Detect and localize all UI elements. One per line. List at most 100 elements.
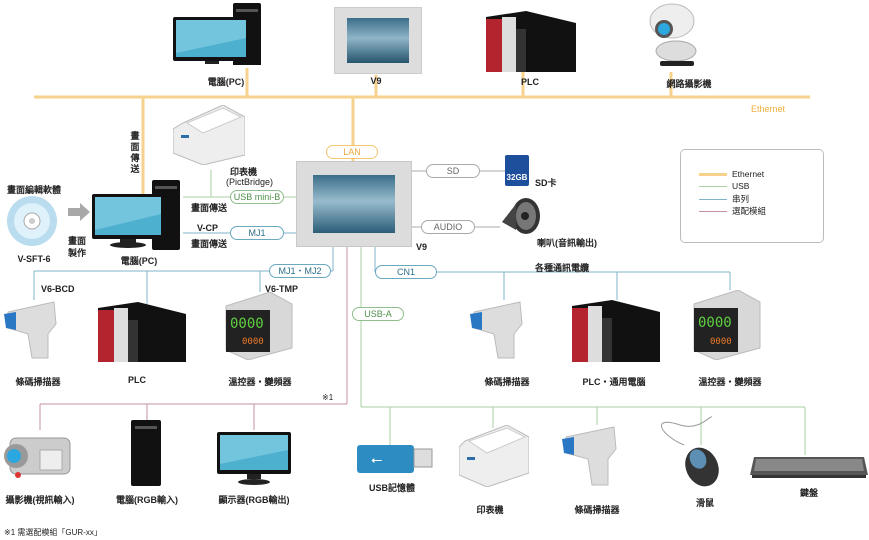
printer-icon bbox=[458, 424, 530, 488]
legend-label: USB bbox=[732, 181, 750, 191]
option-lines bbox=[39, 245, 348, 430]
center-v9-label: V9 bbox=[416, 242, 428, 252]
top-webcam-label: 網路攝影機 bbox=[666, 79, 712, 89]
legend-swatch bbox=[699, 185, 727, 187]
vertical-transfer-label: 畫面傳送 bbox=[130, 131, 140, 174]
usb-drive-device: ⭠ bbox=[357, 445, 433, 475]
top-v9-label: V9 bbox=[370, 76, 382, 86]
keyboard-device bbox=[750, 455, 868, 480]
usb-device-label-4: 鍵盤 bbox=[799, 488, 819, 498]
ethernet-bus-label: Ethernet bbox=[751, 104, 786, 114]
mj-plc-device bbox=[98, 300, 186, 362]
legend-item-ethernet: Ethernet bbox=[699, 169, 764, 179]
port-sd: SD bbox=[426, 164, 480, 178]
usb-printer-device bbox=[458, 424, 530, 488]
port-mj1-mj2: MJ1・MJ2 bbox=[269, 264, 331, 278]
vcp-label: V-CP bbox=[197, 223, 219, 233]
legend-item-serial: 串列 bbox=[699, 193, 749, 205]
port-usb-mini-b: USB mini-B bbox=[230, 190, 284, 204]
temperature-controller-icon: 0000 0000 bbox=[693, 289, 761, 361]
port-audio: AUDIO bbox=[421, 220, 475, 234]
mj-device-tag-0: V6-BCD bbox=[41, 284, 75, 294]
cn1-tempctrl-device: 0000 0000 bbox=[688, 289, 763, 361]
usb-device-label-2: 條碼掃描器 bbox=[574, 505, 620, 515]
left-pc-device bbox=[92, 180, 182, 250]
mj-device-tag-2: V6-TMP bbox=[265, 284, 299, 294]
software-disc bbox=[6, 195, 58, 247]
mouse-device bbox=[650, 415, 720, 490]
software-label: V-SFT-6 bbox=[17, 254, 51, 264]
rgb-monitor-device bbox=[217, 430, 291, 486]
sd-capacity: 32GB bbox=[506, 173, 528, 182]
legend-swatch bbox=[699, 172, 727, 176]
plc-icon bbox=[572, 300, 660, 362]
webcam-icon bbox=[649, 3, 697, 66]
option-device-label-0: 攝影機(視訊輸入) bbox=[5, 495, 75, 505]
legend-label: 串列 bbox=[732, 194, 750, 204]
mj-scanner-device bbox=[4, 300, 60, 362]
monitor-icon bbox=[217, 432, 291, 485]
temperature-controller-icon: 0000 0000 bbox=[225, 291, 293, 361]
usb-device-label-1: 印表機 bbox=[476, 505, 504, 515]
cn1-device-label-0: 條碼掃描器 bbox=[484, 377, 530, 387]
legend-item-option: 選配模組 bbox=[699, 205, 766, 217]
mj-tempctrl-device: 0000 0000 bbox=[220, 291, 295, 361]
printer-label: 印表機 bbox=[230, 167, 258, 177]
mouse-icon bbox=[660, 416, 719, 487]
legend-label: 選配模組 bbox=[732, 206, 767, 216]
mj-device-label-1: PLC bbox=[128, 375, 146, 385]
camcorder-icon bbox=[4, 437, 71, 478]
software-title: 畫面編輯軟體 bbox=[7, 185, 62, 195]
pc-icon bbox=[92, 180, 180, 250]
top-plc-device bbox=[486, 9, 576, 72]
option-device-label-1: 電腦(RGB輸入) bbox=[116, 495, 178, 505]
printer-sublabel: (PictBridge) bbox=[226, 177, 274, 187]
cn1-cable-label: 各種通訊電纜 bbox=[535, 263, 590, 273]
top-plc-label: PLC bbox=[521, 77, 539, 87]
mj-device-label-0: 條碼掃描器 bbox=[15, 377, 61, 387]
printer-icon bbox=[172, 104, 246, 166]
plc-icon bbox=[486, 11, 576, 72]
pc-tower-icon bbox=[135, 426, 157, 429]
pictbridge-printer-device bbox=[172, 104, 246, 166]
top-v9-device bbox=[334, 7, 422, 74]
svg-text:0000: 0000 bbox=[698, 315, 732, 331]
usb-scanner-device bbox=[562, 425, 620, 489]
mj-device-label-2: 溫控器・變頻器 bbox=[228, 377, 292, 387]
speaker-device bbox=[498, 196, 542, 240]
cd-disc-icon bbox=[7, 196, 57, 246]
rgb-pc-device bbox=[131, 420, 161, 486]
usb-transfer-label: 畫面傳送 bbox=[191, 203, 228, 213]
arrow-label: 畫面製作 bbox=[68, 236, 87, 258]
sd-card-label: SD卡 bbox=[535, 178, 557, 188]
top-pc-device bbox=[173, 3, 263, 69]
usb-device-label-3: 滑鼠 bbox=[695, 498, 715, 508]
legend-item-usb: USB bbox=[699, 181, 749, 191]
cn1-device-label-2: 溫控器・變頻器 bbox=[698, 377, 762, 387]
cn1-device-label-1: PLC・通用電腦 bbox=[582, 377, 646, 387]
usb-drive-icon: ⭠ bbox=[357, 445, 433, 473]
keyboard-icon bbox=[750, 457, 868, 478]
usb-lines bbox=[183, 170, 806, 455]
svg-text:⭠: ⭠ bbox=[371, 452, 382, 468]
svg-text:0000: 0000 bbox=[230, 316, 264, 332]
option-note-mark: ※1 bbox=[322, 393, 334, 402]
port-cn1: CN1 bbox=[375, 265, 437, 279]
barcode-scanner-icon bbox=[562, 426, 617, 486]
port-lan: LAN bbox=[326, 145, 378, 159]
port-mj1: MJ1 bbox=[230, 226, 284, 240]
center-v9-device bbox=[296, 161, 412, 247]
camcorder-device bbox=[2, 430, 72, 486]
option-device-label-2: 顯示器(RGB輸出) bbox=[218, 495, 290, 505]
usb-device-label-0: USB記憶體 bbox=[368, 483, 416, 493]
cn1-plc-device bbox=[572, 298, 660, 362]
sd-card-icon: 32GB bbox=[505, 155, 529, 186]
speaker-label: 喇叭(音訊輸出) bbox=[537, 238, 597, 248]
left-pc-label: 電腦(PC) bbox=[120, 256, 158, 266]
legend-swatch bbox=[699, 210, 727, 212]
legend-label: Ethernet bbox=[732, 169, 765, 179]
port-usb-a: USB-A bbox=[352, 307, 404, 321]
footnote: ※1 需選配模組「GUR-xx」 bbox=[4, 528, 102, 537]
pc-icon bbox=[173, 3, 261, 69]
top-webcam-device bbox=[648, 3, 698, 70]
